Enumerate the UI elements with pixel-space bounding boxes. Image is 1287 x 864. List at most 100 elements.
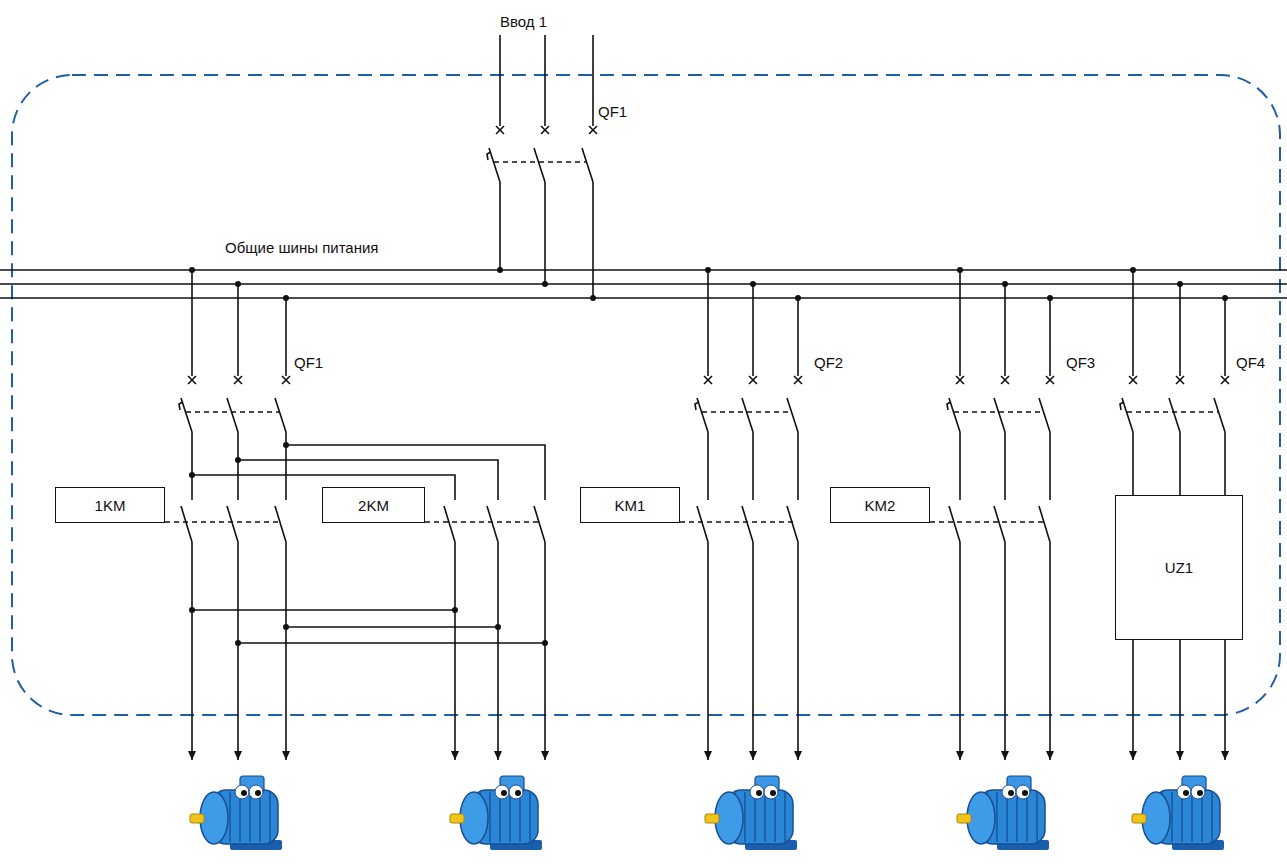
breaker-blade: [697, 398, 708, 432]
device-tag: KM1: [615, 498, 646, 513]
wire: [1049, 298, 1051, 376]
arrow-head: [956, 751, 964, 760]
motor-eye: [509, 785, 523, 799]
breaker-contact: [188, 376, 196, 384]
device-tag: QF1: [294, 355, 323, 370]
motor-fin: [1201, 792, 1203, 842]
mechanical-link: [1127, 411, 1219, 413]
arrow-head: [1176, 751, 1184, 760]
wire: [1004, 542, 1006, 760]
wire: [1049, 432, 1051, 500]
wire: [797, 298, 799, 376]
breaker-contact: [704, 376, 712, 384]
breaker-contact: [541, 126, 549, 134]
motor-pupil: [515, 790, 521, 796]
wire: [707, 270, 709, 376]
contactor-coil-box: 2KM: [322, 487, 425, 523]
wire: [959, 432, 961, 500]
junction-dot: [1130, 267, 1136, 273]
breaker-contact: [282, 376, 290, 384]
wire: [1179, 432, 1181, 495]
breaker-contact: [1046, 376, 1054, 384]
breaker-contact: [749, 376, 757, 384]
breaker-contact: [234, 376, 242, 384]
junction-dot: [542, 640, 548, 646]
contactor-contact: [742, 506, 753, 542]
motor-eye: [1002, 785, 1016, 799]
breaker-blade: [949, 398, 960, 432]
wire: [499, 182, 501, 270]
wire: [237, 432, 239, 500]
mechanical-link: [494, 161, 587, 163]
wire: [286, 626, 498, 628]
cabinet-boundary: [12, 75, 1280, 715]
drive-box: UZ1: [1115, 495, 1243, 640]
contactor-coil-box: 1KM: [55, 487, 165, 523]
device-tag: QF4: [1236, 355, 1265, 370]
wire: [1004, 432, 1006, 500]
motor-icon: [190, 776, 282, 850]
junction-dot: [1222, 295, 1228, 301]
motor-pupil: [1183, 790, 1189, 796]
contactor-contact: [275, 506, 286, 542]
breaker-contact: [1176, 376, 1184, 384]
arrow-head: [1001, 751, 1009, 760]
input-label: Ввод 1: [500, 14, 547, 29]
breaker-contact: [589, 126, 597, 134]
junction-dot: [750, 281, 756, 287]
breaker-trip: [179, 402, 183, 410]
wire: [237, 284, 239, 376]
motor-fin: [1026, 792, 1028, 842]
junction-dot: [235, 457, 241, 463]
mechanical-link: [930, 521, 1045, 523]
breaker-contact: [282, 376, 290, 384]
arrow-head: [1221, 751, 1229, 760]
wire: [1004, 284, 1006, 376]
motor-fin: [744, 792, 746, 842]
motor-icon: [705, 776, 797, 850]
junction-dot: [235, 281, 241, 287]
mechanical-link: [954, 411, 1044, 413]
junction-dot: [283, 624, 289, 630]
junction-dot: [1047, 295, 1053, 301]
breaker-blade: [227, 398, 238, 432]
arrow-head: [749, 751, 757, 760]
arrow-head: [494, 751, 502, 760]
device-tag: 2KM: [358, 498, 389, 513]
junction-dot: [1002, 281, 1008, 287]
junction-dot: [495, 624, 501, 630]
wire: [192, 609, 455, 611]
arrow-head: [282, 751, 290, 760]
motor-eye: [495, 785, 509, 799]
junction-dot: [542, 281, 548, 287]
breaker-contact: [188, 376, 196, 384]
wire: [1179, 640, 1181, 760]
wire: [1132, 270, 1134, 376]
motor-pupil: [255, 790, 261, 796]
wire: [752, 542, 754, 760]
mechanical-link: [702, 411, 792, 413]
breaker-blade: [787, 398, 798, 432]
breaker-blade: [489, 148, 500, 182]
device-tag: 1KM: [95, 498, 126, 513]
motor-fin: [519, 792, 521, 842]
breaker-contact: [541, 126, 549, 134]
motor-fin: [489, 792, 491, 842]
breaker-blade: [994, 398, 1005, 432]
breaker-blade: [1214, 398, 1225, 432]
junction-dot: [497, 267, 503, 273]
junction-dot: [590, 295, 596, 301]
junction-dot: [283, 295, 289, 301]
breaker-contact: [1176, 376, 1184, 384]
motor-fin: [1211, 792, 1213, 842]
wire: [454, 542, 456, 760]
motor-fin: [1016, 792, 1018, 842]
motor-fin: [774, 792, 776, 842]
breaker-contact: [496, 126, 504, 134]
bus-label: Общие шины питания: [225, 240, 378, 255]
motor-fin: [249, 792, 251, 842]
device-tag: UZ1: [1165, 560, 1193, 575]
wire: [707, 542, 709, 760]
device-tag: KM2: [865, 498, 896, 513]
